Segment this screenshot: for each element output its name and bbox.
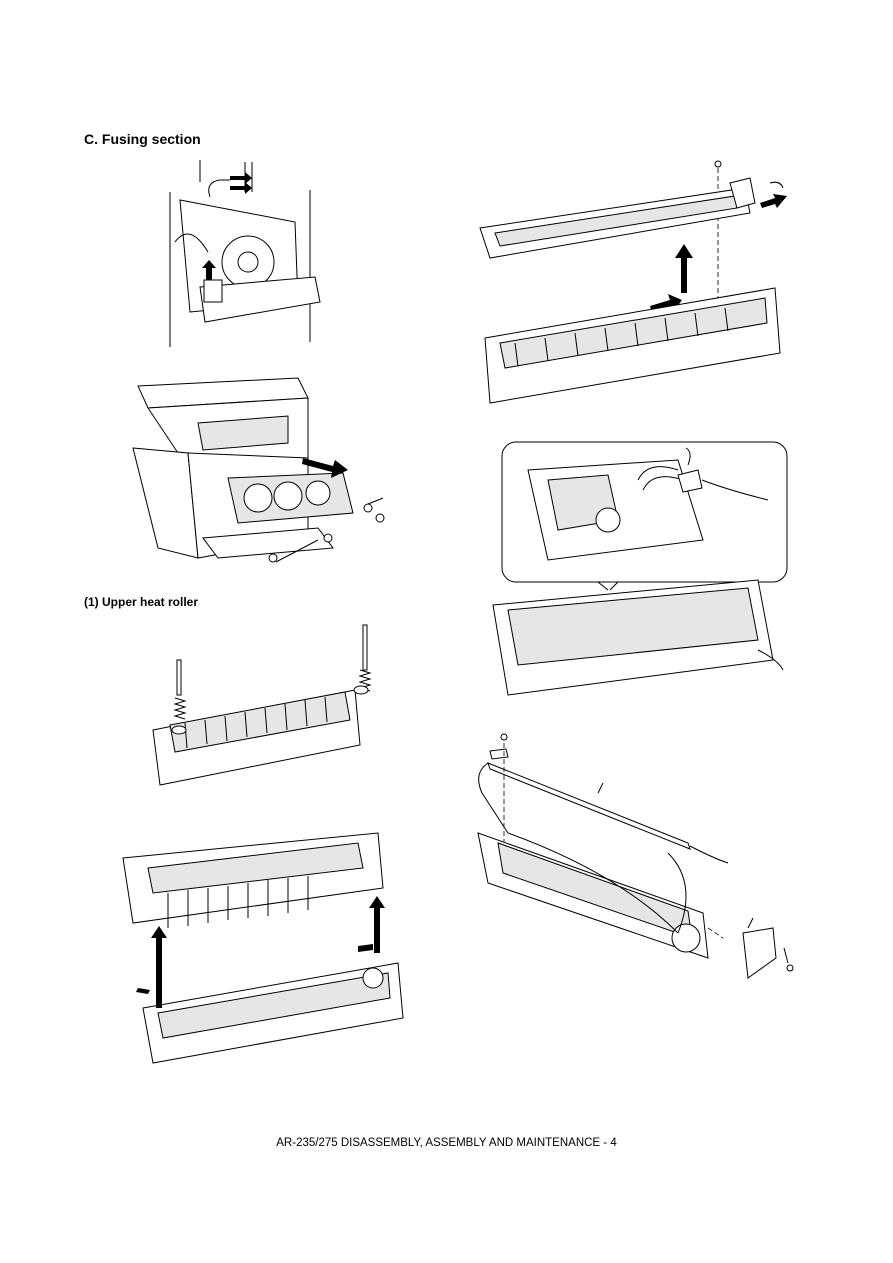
subsection-title: (1) Upper heat roller	[84, 595, 199, 609]
fusing-springs-diagram	[145, 620, 385, 800]
thermistor-wire-diagram	[488, 440, 793, 700]
copier-fusing-unit-diagram	[128, 378, 398, 573]
page-footer: AR-235/275 DISASSEMBLY, ASSEMBLY AND MAI…	[276, 1137, 617, 1149]
heater-lamp-diagram	[468, 733, 808, 988]
upper-frame-diagram	[118, 828, 408, 1068]
motor-connector-diagram	[160, 152, 330, 352]
section-title: C. Fusing section	[84, 131, 201, 147]
fusing-cover-diagram	[475, 158, 787, 418]
